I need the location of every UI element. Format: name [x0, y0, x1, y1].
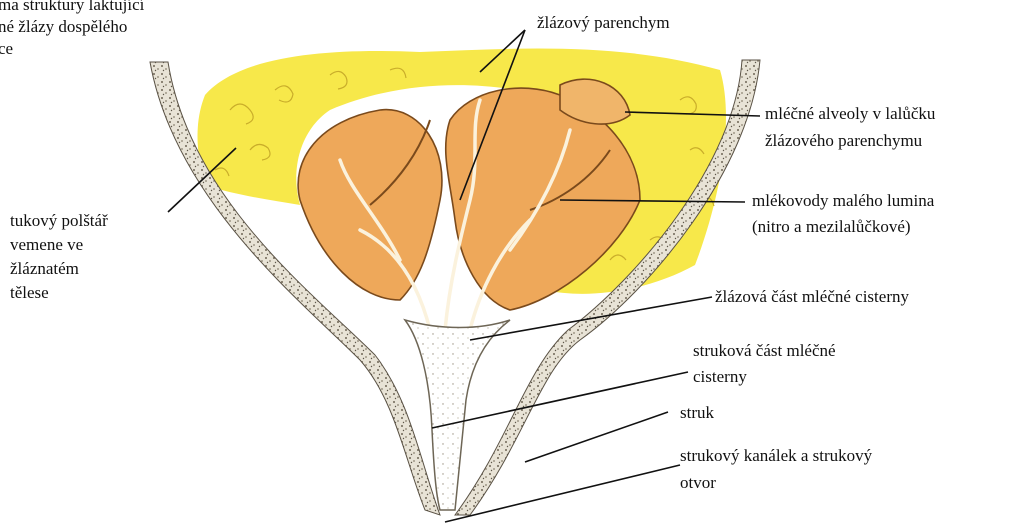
label-alveoly-2: žlázového parenchymu [765, 130, 922, 152]
label-kanalek-1: strukový kanálek a strukový [680, 445, 872, 467]
label-tukovy-2: vemene ve [10, 234, 83, 256]
title-line-2: né žlázy dospělého [0, 16, 127, 38]
label-parenchym: žlázový parenchym [537, 12, 670, 34]
label-alveoly-1: mléčné alveoly v lalůčku [765, 103, 935, 125]
title-line-1: ma struktury laktující [0, 0, 144, 16]
label-tukovy-3: žláznatém [10, 258, 79, 280]
title-line-3: ce [0, 38, 13, 60]
label-tukovy-1: tukový polštář [10, 210, 108, 232]
label-mlekovody-1: mlékovody malého lumina [752, 190, 934, 212]
label-struk: struk [680, 402, 714, 424]
label-kanalek-2: otvor [680, 472, 716, 494]
label-strukova-cisterna-1: struková část mléčné [693, 340, 836, 362]
label-strukova-cisterna-2: cisterny [693, 366, 747, 388]
label-zlazova-cisterna: žlázová část mléčné cisterny [715, 286, 909, 308]
label-mlekovody-2: (nitro a mezilalůčkové) [752, 216, 911, 238]
label-tukovy-4: tělese [10, 282, 49, 304]
